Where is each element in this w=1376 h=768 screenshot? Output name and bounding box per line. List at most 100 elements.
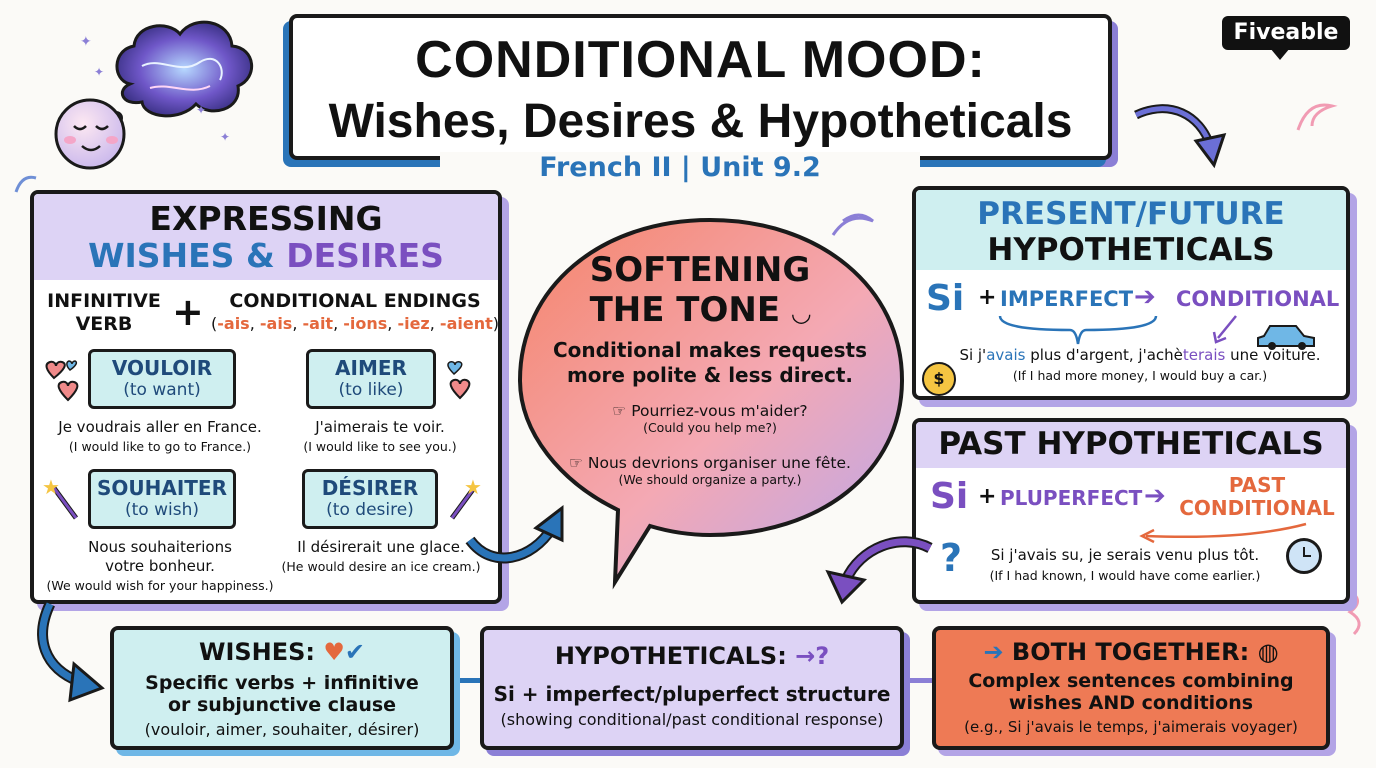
wishes-header-band (34, 194, 498, 280)
brand-name: Fiveable (1233, 20, 1339, 45)
past-example: Si j'avais su, je serais venu plus tôt. (990, 546, 1260, 564)
example-fr: J'aimerais te voir. (315, 418, 445, 436)
past-plus: + (978, 484, 997, 509)
present-header-band (916, 190, 1346, 270)
squiggle-decoration (14, 175, 37, 193)
past-conditional-line-2: CONDITIONAL (1179, 496, 1335, 520)
connector-line (904, 678, 934, 683)
verb-example-souhaiter: Nous souhaiterions votre bonheur. (We wo… (40, 538, 280, 595)
verb-example-aimer: J'aimerais te voir. (I would like to see… (270, 418, 490, 456)
example-fr: Nous souhaiterions votre bonheur. (88, 538, 232, 575)
clock-icon (1286, 538, 1322, 574)
example-fr: Je voudrais aller en France. (58, 418, 262, 436)
past-translation: (If I had known, I would have come earli… (989, 568, 1261, 583)
svg-text:✦: ✦ (196, 103, 206, 117)
verb-meaning: (to wish) (125, 500, 199, 520)
heading-amp: & (245, 236, 275, 275)
svg-text:★: ★ (464, 475, 482, 499)
curved-arrow-icon (37, 601, 105, 703)
verb-meaning: (to desire) (326, 500, 414, 520)
past-header-band (916, 422, 1346, 468)
past-pluperfect: PLUPERFECT (1000, 486, 1143, 510)
past-si: Si (930, 476, 969, 517)
example-part: Si j' (959, 346, 987, 364)
present-imperfect: IMPERFECT (1000, 287, 1134, 311)
example-fr: Il désirerait une glace. (297, 538, 465, 556)
summary-wishes-title: WISHES: ♥✔ (198, 638, 366, 666)
verb-card-desirer: DÉSIRER (to desire) (302, 469, 438, 529)
squiggle-decoration-right (1296, 103, 1338, 131)
infinitive-verb-label: INFINITIVE VERB (47, 290, 161, 335)
example-fr: Pourriez-vous m'aider? (631, 402, 808, 420)
ending-4: -ions (343, 314, 388, 333)
softening-title-2: THE TONE ◡ (560, 290, 840, 330)
wishes-heading-1: EXPRESSING (149, 199, 383, 238)
question-mark-icon: ? (940, 536, 963, 580)
coins-icon: $ (922, 362, 956, 396)
svg-text:✦: ✦ (220, 130, 230, 144)
return-arrow-icon (1139, 522, 1307, 544)
example-part: plus d'argent, j'achè (1025, 346, 1183, 364)
summary-both-line-2: wishes AND conditions (1008, 692, 1254, 714)
magic-wand-icon-right: ★ (449, 475, 482, 520)
present-title-2: HYPOTHETICALS (987, 232, 1275, 268)
summary-wishes: WISHES: ♥✔ Specific verbs + infinitive o… (110, 626, 454, 750)
summary-hypotheticals-line-1: Si + imperfect/pluperfect structure (493, 682, 891, 706)
arrow-question-icon: →? (795, 642, 830, 670)
wishes-heading-2: WISHES & DESIRES (34, 236, 498, 275)
svg-text:✦: ✦ (80, 34, 92, 50)
endings-list: (-ais, -ais, -ait, -ions, -iez, -aient) (211, 314, 499, 333)
present-translation: (If I had more money, I would buy a car.… (1012, 368, 1268, 383)
hearts-icon (45, 360, 79, 402)
verb-meaning: (to want) (123, 380, 201, 400)
summary-title-text: WISHES: (198, 638, 316, 666)
plus-sign: + (172, 290, 204, 334)
svg-text:★: ★ (42, 475, 60, 499)
curved-arrow-icon (465, 504, 564, 564)
summary-both-line-3: (e.g., Si j'avais le temps, j'aimerais v… (964, 718, 1298, 736)
verb-meaning: (to like) (338, 380, 404, 400)
summary-hypotheticals: HYPOTHETICALS: →? Si + imperfect/pluperf… (480, 626, 904, 750)
heading-desires-word: DESIRES (286, 236, 444, 275)
summary-hypotheticals-line-2: (showing conditional/past conditional re… (500, 710, 884, 729)
summary-hypotheticals-title: HYPOTHETICALS: →? (484, 642, 900, 670)
svg-text:✦: ✦ (94, 65, 104, 79)
example-en: (We should organize a party.) (618, 472, 802, 487)
ending-1: -ais (217, 314, 250, 333)
magic-wand-icon: ★ (42, 475, 79, 520)
squiggle-decoration-br (1347, 588, 1361, 636)
example-en: (I would like to go to France.) (68, 439, 252, 454)
arrow-right-icon: ➔ (1134, 282, 1156, 312)
summary-title-text: HYPOTHETICALS: (554, 642, 787, 670)
past-title: PAST HYPOTHETICALS (938, 426, 1324, 462)
present-plus: + (978, 285, 997, 310)
heading-wishes-word: WISHES (88, 236, 235, 275)
hearts-icon-right (447, 361, 471, 400)
example-highlight-imperfect: avais (986, 346, 1026, 364)
connector-line (452, 678, 482, 683)
softening-description: Conditional makes requests more polite &… (553, 338, 867, 387)
dream-moon-illustration: ✦ ✦ ✦ ✦ (54, 20, 254, 170)
summary-wishes-line-1: Specific verbs + infinitive (145, 672, 419, 694)
present-example: Si j'avais plus d'argent, j'achèterais u… (950, 346, 1330, 364)
verb-name: DÉSIRER (321, 476, 419, 500)
verb-example-vouloir: Je voudrais aller en France. (I would li… (40, 418, 280, 456)
squiggle-decoration-center (831, 213, 874, 236)
curved-arrow-icon (1134, 104, 1227, 169)
example-en: (We would wish for your happiness.) (46, 578, 274, 593)
verb-example-desirer: Il désirerait une glace. (He would desir… (266, 538, 496, 576)
fiveable-logo: Fiveable (1222, 16, 1350, 60)
heart-check-icon: ♥ (323, 638, 345, 666)
smile-icon: ◡ (791, 299, 811, 327)
speech-bubble (517, 217, 905, 590)
present-conditional: CONDITIONAL (1176, 287, 1340, 311)
present-title-1: PRESENT/FUTURE (977, 196, 1285, 232)
conditional-endings-label: CONDITIONAL ENDINGS (229, 290, 481, 312)
past-conditional: PAST CONDITIONAL (1176, 474, 1338, 520)
verb-name: AIMER (335, 356, 407, 380)
softening-example-1: ☞ Pourriez-vous m'aider? (Could you help… (540, 402, 880, 435)
summary-both: ➔ BOTH TOGETHER: ◍ Complex sentences com… (932, 626, 1330, 750)
arrow-right-icon: ➔ (1144, 481, 1166, 511)
summary-wishes-line-2: or subjunctive clause (167, 694, 397, 716)
ending-6: -aient (439, 314, 493, 333)
